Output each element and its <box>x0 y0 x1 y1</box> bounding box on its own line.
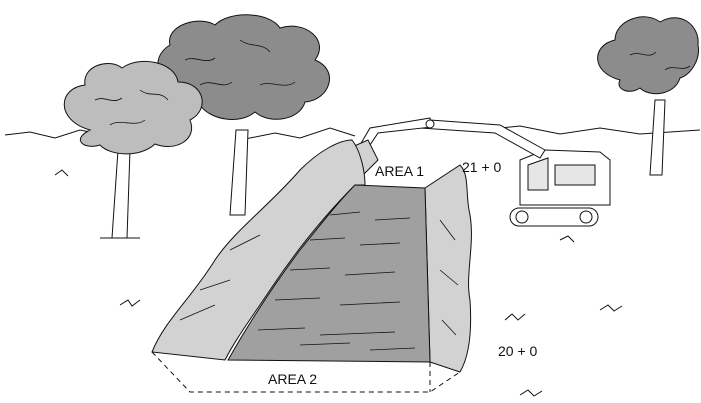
area-2-label: AREA 2 <box>268 372 317 386</box>
area-1-label: AREA 1 <box>375 164 424 178</box>
station-20-label: 20 + 0 <box>498 344 537 358</box>
tree-icon <box>598 17 699 175</box>
tree-icon <box>64 61 202 238</box>
station-21-label: 21 + 0 <box>462 160 501 174</box>
